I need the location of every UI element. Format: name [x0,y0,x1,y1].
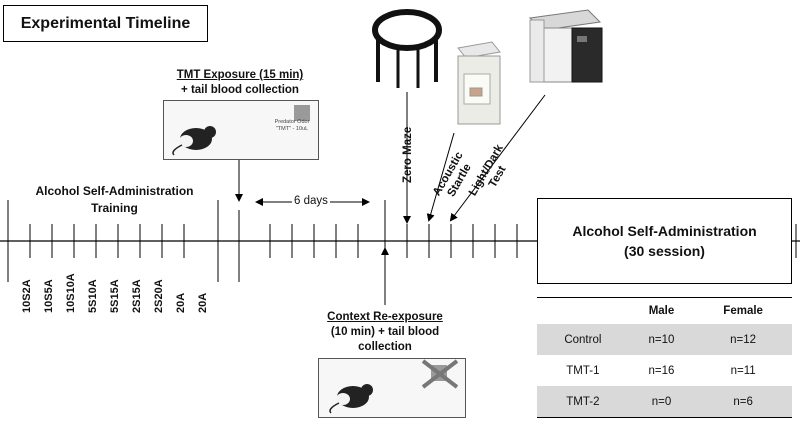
table-header-row: Male Female [537,297,792,324]
context-label-line1: Context Re-exposure [327,311,443,323]
tmt-photo-text-line1: Predator Odor [274,119,310,125]
groups-table: Male Female Control n=10 n=12 TMT-1 n=16… [537,297,792,418]
page-title: Experimental Timeline [3,5,208,42]
session-label: 10S2A [21,279,33,313]
tmt-exposure-label-line1: TMT Exposure (15 min) [176,69,304,81]
male-count: n=0 [628,386,695,418]
context-label-line3: collection [358,341,412,353]
group-name: TMT-1 [566,364,600,377]
female-count: n=11 [730,364,756,377]
test-label-line1: Zero Maze [402,126,414,183]
group-name: TMT-2 [537,386,629,418]
interval-label: 6 days [292,195,330,207]
startle-arrow [426,132,455,222]
test-label: Zero Maze [402,127,415,183]
self-admin-line1: Alcohol Self-Administration [572,223,757,239]
session-label: 20A [175,292,187,313]
rat-icon [172,126,216,156]
session-label: 10S5A [43,279,55,313]
crossed-out-icon [421,359,459,389]
zero-maze-image [372,9,442,88]
male-count: n=16 [648,364,675,377]
context-label: Context Re-exposure (10 min) + tail bloo… [300,310,470,355]
group-name: Control [537,324,629,355]
tmt-exposure-label: TMT Exposure (15 min) + tail blood colle… [155,68,325,98]
table-header-male: Male [628,297,695,324]
table-header-female: Female [694,297,792,324]
session-label: 5S10A [87,279,99,313]
tmt-photo-text: Predator Odor "TMT" - 10uL [267,119,317,133]
session-label: 10S10A [65,273,77,313]
table-row: TMT-2 n=0 n=6 [537,386,792,418]
table-header-group [537,297,629,324]
session-label: 2S20A [153,279,165,313]
table-row: Control n=10 n=12 [537,324,792,355]
odor-vial-icon [294,105,310,121]
timeline-ticks [7,200,797,282]
session-label: 5S15A [109,279,121,313]
female-count: n=12 [694,324,792,355]
female-count: n=6 [694,386,792,418]
training-label: Alcohol Self-Administration Training [22,183,207,217]
context-chamber-photo [318,358,466,418]
self-administration-box: Alcohol Self-Administration (30 session) [537,198,792,284]
light-dark-arrow [449,94,546,222]
tmt-exposure-label-line2: + tail blood collection [181,84,299,96]
startle-chamber-image [457,41,501,125]
rat-icon-context [329,359,459,414]
training-label-line2: Training [91,201,138,215]
training-label-line1: Alcohol Self-Administration [35,184,194,198]
session-label: 20A [197,292,209,313]
table-row: TMT-1 n=16 n=11 [537,355,792,386]
male-count: n=10 [628,324,695,355]
tmt-chamber-photo: Predator Odor "TMT" - 10uL [163,100,319,160]
context-label-line2: (10 min) + tail blood [330,326,440,338]
tmt-photo-text-line2: "TMT" - 10uL [275,126,309,132]
self-admin-line2: (30 session) [624,243,705,259]
light-dark-box-image [528,9,603,83]
session-label: 2S15A [131,279,143,313]
